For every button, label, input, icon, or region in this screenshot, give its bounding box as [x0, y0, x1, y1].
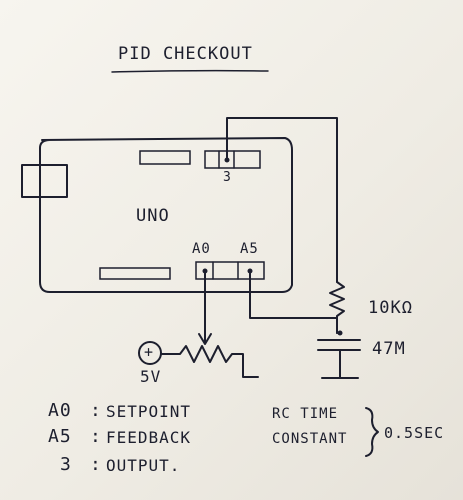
- legend-sep-a5: :: [90, 426, 102, 447]
- legend-key-a0: A0: [48, 400, 72, 421]
- wiper-arrow: [198, 333, 212, 345]
- top-header-strip: [139, 150, 191, 165]
- legend-sep-3: :: [90, 454, 102, 475]
- power-plus-symbol: +: [144, 343, 155, 361]
- rc-brace: [365, 407, 379, 457]
- capacitor-label: 47M: [372, 339, 406, 359]
- rc-note-line2: CONSTANT: [272, 431, 348, 447]
- legend-value-3: OUTPUT.: [106, 456, 181, 475]
- rc-note-value: 0.5SEC: [384, 424, 445, 442]
- pin-3-header: [204, 150, 261, 169]
- pin-3-label: 3: [223, 170, 232, 185]
- power-source-circle: [138, 341, 162, 365]
- legend-sep-a0: :: [90, 400, 102, 421]
- page-title: PID CHECKOUT: [118, 44, 253, 64]
- arduino-board-outline: [39, 137, 293, 293]
- resistor-label: 10KΩ: [368, 298, 413, 318]
- legend-value-a5: FEEDBACK: [106, 428, 192, 447]
- analog-header: [195, 261, 265, 280]
- resistor-10k: [329, 281, 345, 334]
- potentiometer: [161, 345, 259, 378]
- board-label: UNO: [136, 206, 170, 226]
- pin-a5-label: A5: [240, 241, 259, 257]
- output-wire: [226, 117, 338, 283]
- bottom-header-strip: [99, 267, 171, 280]
- rc-note-line1: RC TIME: [272, 406, 339, 422]
- feedback-wire: [249, 270, 338, 334]
- legend-key-3: 3: [60, 454, 72, 475]
- power-label: 5V: [140, 367, 162, 386]
- title-underline: [111, 69, 269, 73]
- legend-value-a0: SETPOINT: [106, 402, 192, 421]
- usb-connector: [21, 164, 68, 198]
- pin-a0-label: A0: [192, 241, 211, 257]
- legend-key-a5: A5: [48, 426, 72, 447]
